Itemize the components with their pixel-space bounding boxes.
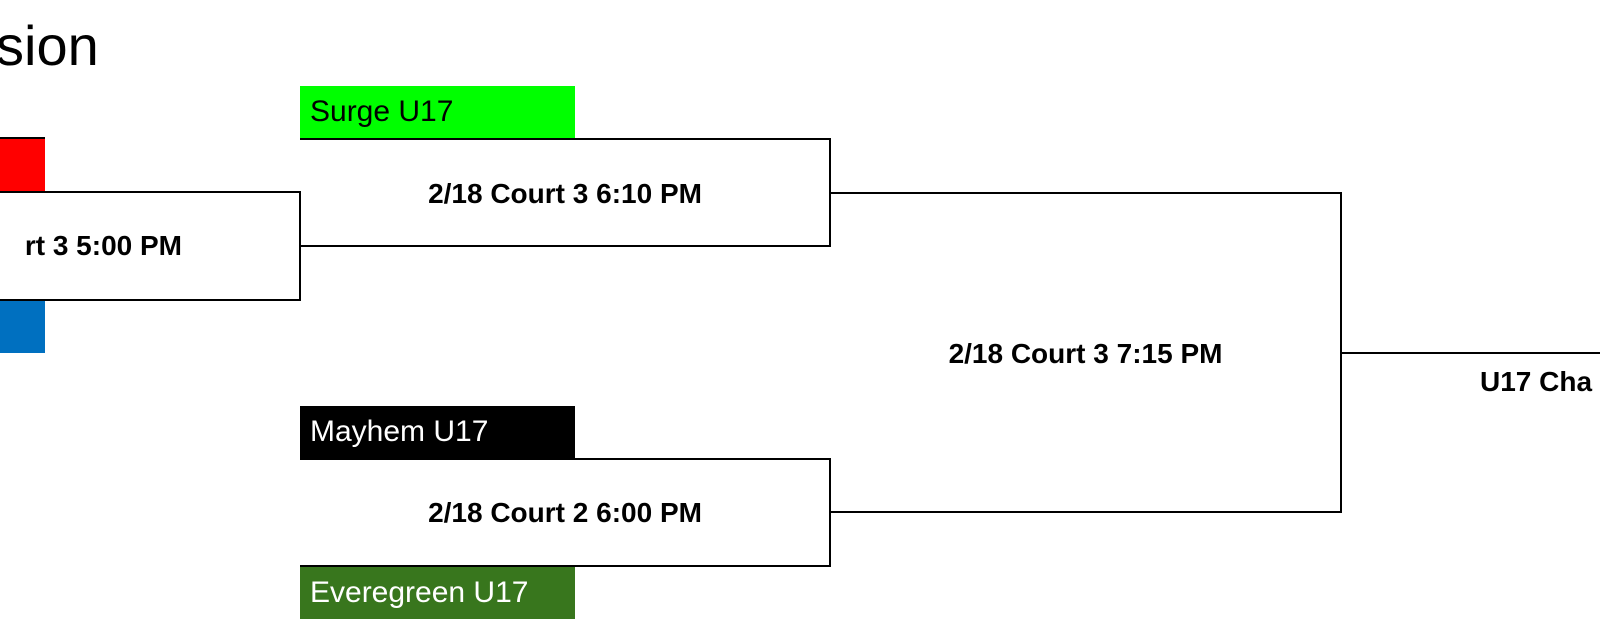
- match-label-m4: 2/18 Court 3 7:15 PM: [948, 338, 1223, 369]
- team-mayhem: Mayhem U17: [300, 406, 575, 458]
- match-label-m3: 2/18 Court 2 6:00 PM: [428, 497, 702, 528]
- match-box-m1: [0, 137, 301, 301]
- bracket-title: sion: [0, 14, 99, 77]
- match-label-m1: rt 3 5:00 PM: [24, 230, 182, 261]
- team-everegreen: Everegreen U17: [300, 567, 575, 619]
- team-slot-blue: [0, 301, 45, 353]
- match-label-m2: 2/18 Court 3 6:10 PM: [428, 178, 702, 209]
- team-slot-red: [0, 139, 45, 191]
- team-surge: Surge U17: [300, 86, 575, 138]
- match-label-final: U17 Cha: [1480, 366, 1593, 397]
